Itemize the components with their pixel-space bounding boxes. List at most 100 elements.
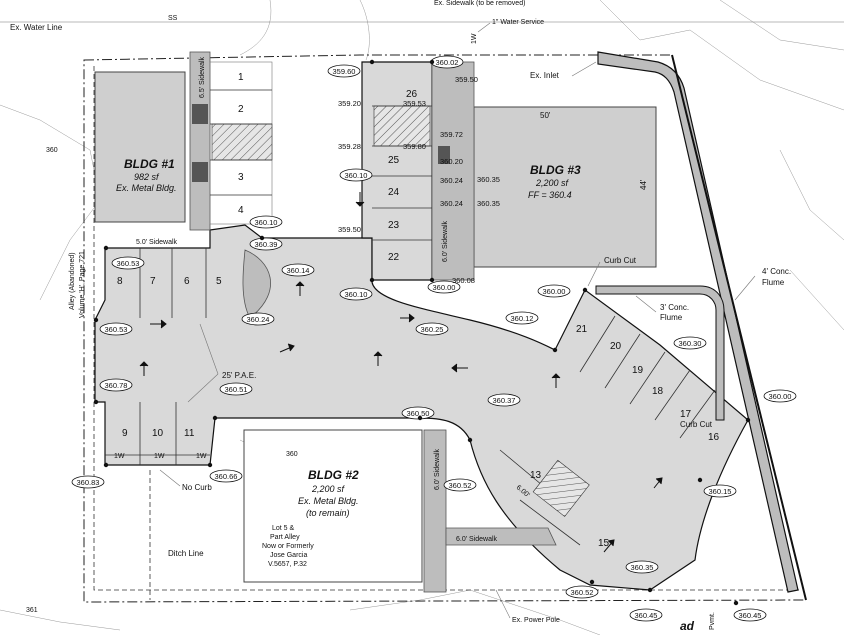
elev-360-39: 360.39: [249, 237, 283, 251]
setback-line: [93, 66, 800, 591]
stall-24: 24: [388, 187, 400, 198]
bldg-1-footprint: [94, 71, 186, 223]
flume-4-label: 4' Conc.: [762, 267, 791, 276]
elev-360-10-b-text: 360.10: [255, 218, 278, 227]
stall-2: 2: [238, 104, 244, 115]
one-w-2: 1W: [154, 453, 165, 460]
sidewalk-60-b2-label: 6.0' Sidewalk: [434, 448, 441, 490]
elev-360-37: 360.37: [487, 393, 521, 407]
traffic-arrows: [139, 192, 663, 553]
elev-360-12-text: 360.12: [511, 314, 534, 323]
sidewalk-50-label: 5.0' Sidewalk: [136, 239, 178, 246]
bldg-2-area: 2,200 sf: [311, 484, 346, 494]
stall-26: 26: [406, 89, 418, 100]
stall-10: 10: [152, 428, 164, 439]
stall-21: 21: [576, 324, 588, 335]
bldg1-stall-marker-1: [192, 104, 208, 124]
elev-360-37-text: 360.37: [493, 396, 516, 405]
ditch-line-label: Ditch Line: [168, 549, 204, 558]
elev-360-24-b: 360.24: [440, 199, 463, 208]
elev-360-25: 360.25: [415, 322, 449, 336]
stall-6: 6: [184, 276, 190, 287]
elev-360-50-text: 360.50: [407, 409, 430, 418]
elev-360-10-a: 360.10: [339, 168, 373, 182]
road-edge: [671, 54, 807, 601]
bldg1-stall-marker-2: [192, 162, 208, 182]
elev-360-39-text: 360.39: [255, 240, 278, 249]
se-stall-div-3: [629, 351, 666, 405]
se-stall-div-5: [679, 389, 716, 439]
curb-cut-right-label: Curb Cut: [680, 420, 713, 429]
elev-360-10-c: 360.10: [339, 287, 373, 301]
stall-11: 11: [184, 428, 195, 439]
stall-13: 13: [530, 470, 542, 481]
ex-inlet-label: Ex. Inlet: [530, 71, 560, 80]
bldg-3-label: BLDG #3 2,200 sf FF = 360.4 50' 44': [528, 111, 648, 200]
elev-360-51-text: 360.51: [225, 385, 248, 394]
elev-360-45-a-text: 360.45: [635, 611, 658, 620]
elev-360-45-b: 360.45: [733, 608, 767, 622]
bldg-3-dim-top: 50': [540, 111, 551, 120]
bldg-2-desc: Ex. Metal Bldg.: [298, 496, 359, 506]
bldg-1-area: 982 sf: [134, 172, 160, 182]
elev-360-00-a: 360.00: [427, 280, 461, 294]
water-service-tag: 1W: [471, 33, 478, 44]
elev-360-50: 360.50: [401, 406, 435, 420]
elev-360-14: 360.14: [281, 263, 315, 277]
elev-360-78-text: 360.78: [105, 381, 128, 390]
elev-359-60-text: 359.60: [333, 67, 356, 76]
stall-4: 4: [238, 205, 244, 216]
elev-360-52-b: 360.52: [565, 585, 599, 599]
bldg-2-title: BLDG #2: [308, 468, 359, 482]
elev-360-66: 360.66: [209, 469, 243, 483]
elev-360-10-a-text: 360.10: [345, 171, 368, 180]
elev-359-53: 359.53: [403, 99, 426, 108]
flume-4b-label: Flume: [762, 278, 785, 287]
s-ada-aisle: [532, 459, 590, 517]
elev-360-78: 360.78: [99, 378, 133, 392]
sidewalk-60-horiz: [445, 527, 557, 546]
elev-360-53-b-text: 360.53: [105, 325, 128, 334]
bldg-2-label: BLDG #2 2,200 sf Ex. Metal Bldg. (to rem…: [262, 468, 359, 568]
elev-360-00-b: 360.00: [537, 284, 571, 298]
one-w-3: 1W: [196, 453, 207, 460]
stall-17: 17: [680, 409, 692, 420]
elev-360-30-text: 360.30: [679, 339, 702, 348]
flume-3b-label: Flume: [660, 313, 683, 322]
pvmt-label: Pvmt.: [709, 612, 716, 630]
stall-18: 18: [652, 386, 664, 397]
bldg-3-dim-side: 44': [639, 179, 648, 190]
elev-360-24-c: 360.24: [241, 312, 275, 326]
stall-numbers: 1 2 3 4 5 6 7 8 9 10 11 13 15 16 17 18 1…: [117, 72, 720, 549]
elev-360-00-c-text: 360.00: [769, 392, 792, 401]
elev-360-12: 360.12: [505, 311, 539, 325]
se-stall-div-4: [654, 369, 691, 421]
elev-360-52-b-text: 360.52: [571, 588, 594, 597]
elev-360-15: 360.15: [703, 484, 737, 498]
lot-note-5: V.5657, P.32: [268, 561, 307, 568]
contour-361: 361: [26, 607, 38, 614]
ex-water-line-label: Ex. Water Line: [10, 23, 63, 32]
bldg-2-note: (to remain): [306, 508, 350, 518]
elev-360-83: 360.83: [71, 475, 105, 489]
grade-points: [93, 59, 751, 606]
elev-360-00-a-text: 360.00: [433, 283, 456, 292]
contour-360-b: 360: [46, 147, 58, 154]
bldg1-ada-aisle: [211, 123, 273, 161]
elev-360-15-text: 360.15: [709, 487, 732, 496]
elev-360-08: 360.08: [452, 276, 475, 285]
lot-note-3: Now or Formerly: [262, 543, 314, 550]
elev-360-10-b: 360.10: [249, 215, 283, 229]
sidewalk-60-bldg3: [431, 61, 475, 281]
stall-5: 5: [216, 276, 222, 287]
stall-22: 22: [388, 252, 400, 263]
annotations: Ex. Water Line Ex. Sidewalk (to be remov…: [10, 0, 791, 633]
no-curb-label: No Curb: [182, 483, 212, 492]
stall-8: 8: [117, 276, 123, 287]
ss-label: SS: [168, 15, 178, 22]
elev-360-52-a-text: 360.52: [449, 481, 472, 490]
elev-360-66-text: 360.66: [215, 472, 238, 481]
elev-360-20: 360.20: [440, 157, 463, 166]
contour-360-a: 360: [286, 451, 298, 458]
elev-359-50-a: 359.50: [455, 75, 478, 84]
